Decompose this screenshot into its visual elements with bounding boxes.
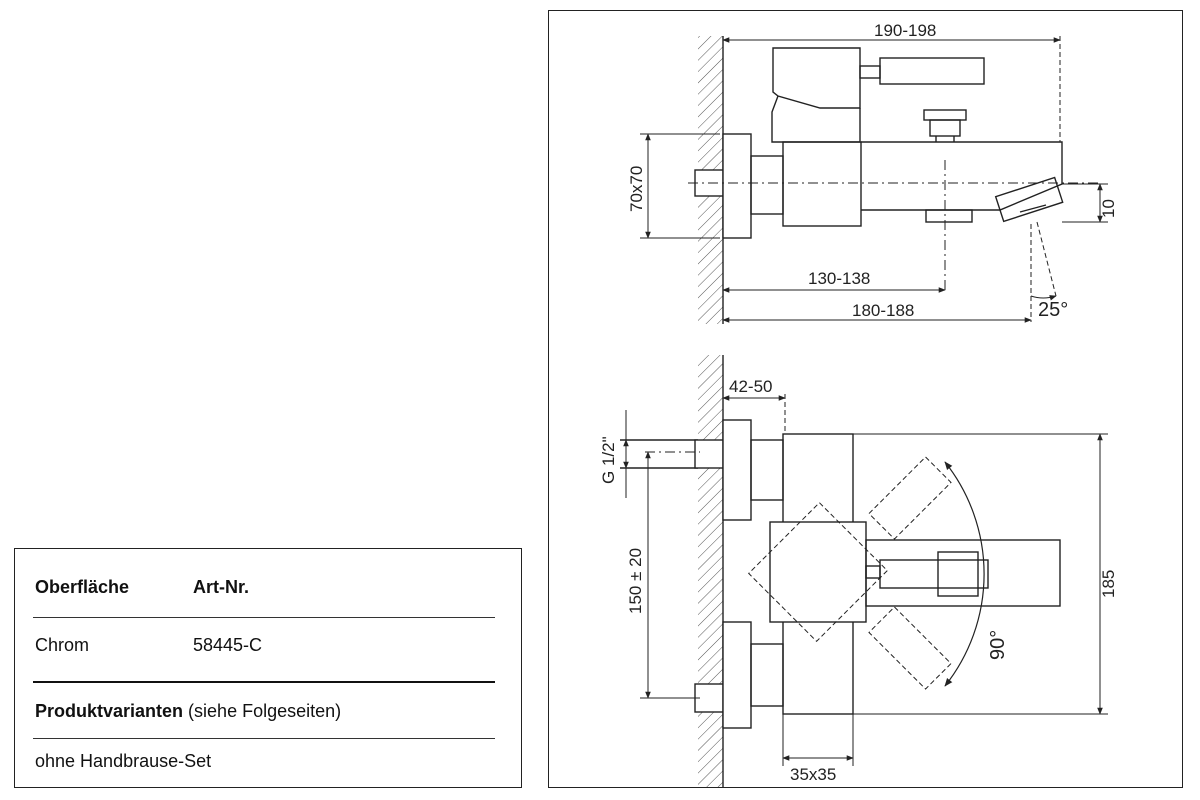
dim-spout-angle: 25° [1038,299,1068,321]
bottom-thread [925,209,973,223]
dim-handle-rotation: 90° [987,630,1009,660]
dim-total-length: 190-198 [874,21,936,40]
lower-flange [722,621,752,729]
diverter-cap [923,109,967,121]
surface-value: Chrom [35,635,90,655]
lever-handle [879,57,985,85]
lever-rotated-down [868,606,952,690]
upper-neck [750,439,784,501]
wall-hatch [698,355,723,787]
lever-joint [859,65,881,79]
spout [861,141,1063,211]
front-view-dimensions [623,394,1108,766]
lever-front [879,559,989,589]
diverter-stem [929,119,961,137]
front-view [620,355,1061,787]
variants-title: Produktvarianten [35,701,184,721]
surface-header: Oberfläche [35,577,130,597]
artnr-value: 58445-C [193,635,263,655]
dim-depth-total: 180-188 [852,301,914,320]
artnr-header: Art-Nr. [193,577,250,597]
variant-label: ohne Handbrause-Set [35,751,212,771]
dim-spout-height: 10 [1099,199,1118,218]
dim-depth-outlet: 130-138 [808,269,870,288]
lever-head [772,47,861,109]
dim-flange: 70x70 [627,166,646,212]
drawing-frame [548,10,1183,788]
dim-offset: 42-50 [729,377,772,396]
dim-height: 185 [1099,570,1118,598]
upper-connector [694,439,724,469]
spout-outlet [994,176,1064,223]
flange [722,133,752,239]
lever-pin [865,565,881,579]
product-info-table: Oberfläche Art-Nr. Chrom 58445-C Produkt… [14,548,522,788]
mixer-block [769,521,867,623]
dim-body-section: 35x35 [790,765,836,784]
rotated-outline [747,501,889,643]
dim-thread: G 1/2" [599,436,618,484]
lever-neck [771,95,861,143]
side-view [688,36,1100,324]
rotation-arc [944,461,985,687]
divider-thick [33,681,495,683]
divider [33,738,495,739]
dim-center-distance: 150 ± 20 [626,548,645,614]
outlet-detail [1019,204,1047,213]
upper-flange [722,419,752,521]
diverter-front [937,551,979,597]
lower-neck [750,643,784,707]
side-view-dimensions [640,36,1108,323]
divider [33,617,495,618]
variants-heading: Produktvarianten (siehe Folgeseiten) [35,701,495,722]
lever-rotated-up [868,456,952,540]
variants-note: (siehe Folgeseiten) [183,701,342,721]
valve-body [782,141,862,227]
body-neck [750,155,784,215]
